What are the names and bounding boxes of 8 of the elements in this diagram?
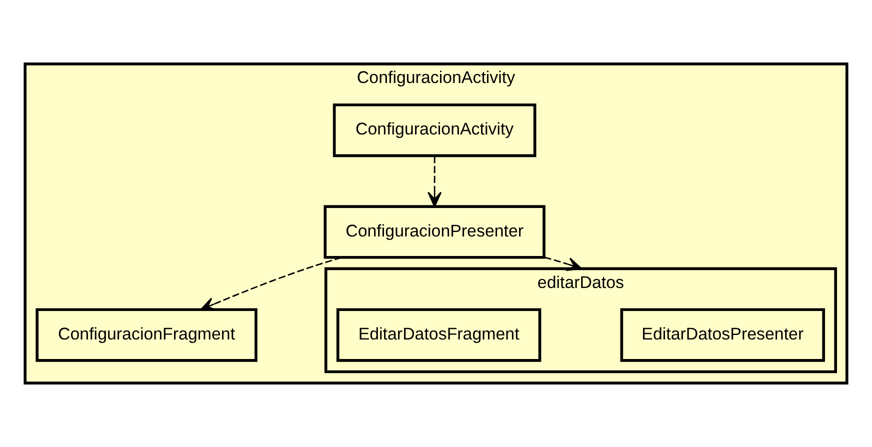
node-box: EditarDatosPresenter xyxy=(620,308,825,362)
node-box: EditarDatosFragment xyxy=(336,308,542,362)
node-box: ConfiguracionPresenter xyxy=(324,205,546,259)
node-box: ConfiguracionFragment xyxy=(36,308,258,362)
arrow xyxy=(544,256,582,271)
node-box: ConfiguracionActivity xyxy=(332,103,536,158)
arrow xyxy=(200,256,342,311)
arrow xyxy=(428,156,442,208)
